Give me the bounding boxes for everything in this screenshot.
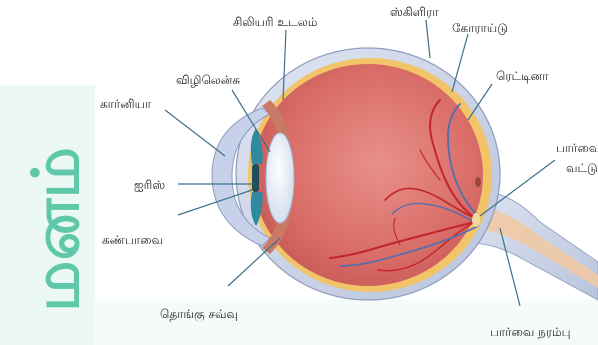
label-iris: ஐரிஸ் [134, 178, 165, 192]
label-optic-disc-line1: பார்வை [556, 141, 598, 155]
leader-cornea [165, 110, 225, 156]
label-sclera: ஸ்கிளிரா [390, 5, 439, 19]
optic-disc-shape [472, 213, 480, 227]
label-retina: ரெட்டினா [496, 69, 549, 83]
label-choroid: கோராய்டு [452, 21, 508, 35]
label-lens: விழிலென்சு [176, 73, 240, 87]
watermark-text: மனம் [20, 147, 94, 312]
label-optic-nerve: பார்வை நரம்பு [490, 325, 571, 339]
leader-sclera [426, 20, 430, 58]
label-pupil: கண்பாவை [102, 233, 163, 247]
fovea-spot [475, 177, 481, 187]
label-optic-disc-line2: வட்டு [566, 161, 598, 175]
pupil-shape [252, 164, 259, 192]
label-ciliary-body: சிலியரி உடலம் [233, 15, 317, 29]
label-cornea: கார்னியா [100, 97, 152, 111]
lens-shape [266, 133, 294, 223]
label-suspensory-ligament: தொங்கு சவ்வு [160, 307, 238, 321]
leader-suspensory [228, 238, 280, 286]
